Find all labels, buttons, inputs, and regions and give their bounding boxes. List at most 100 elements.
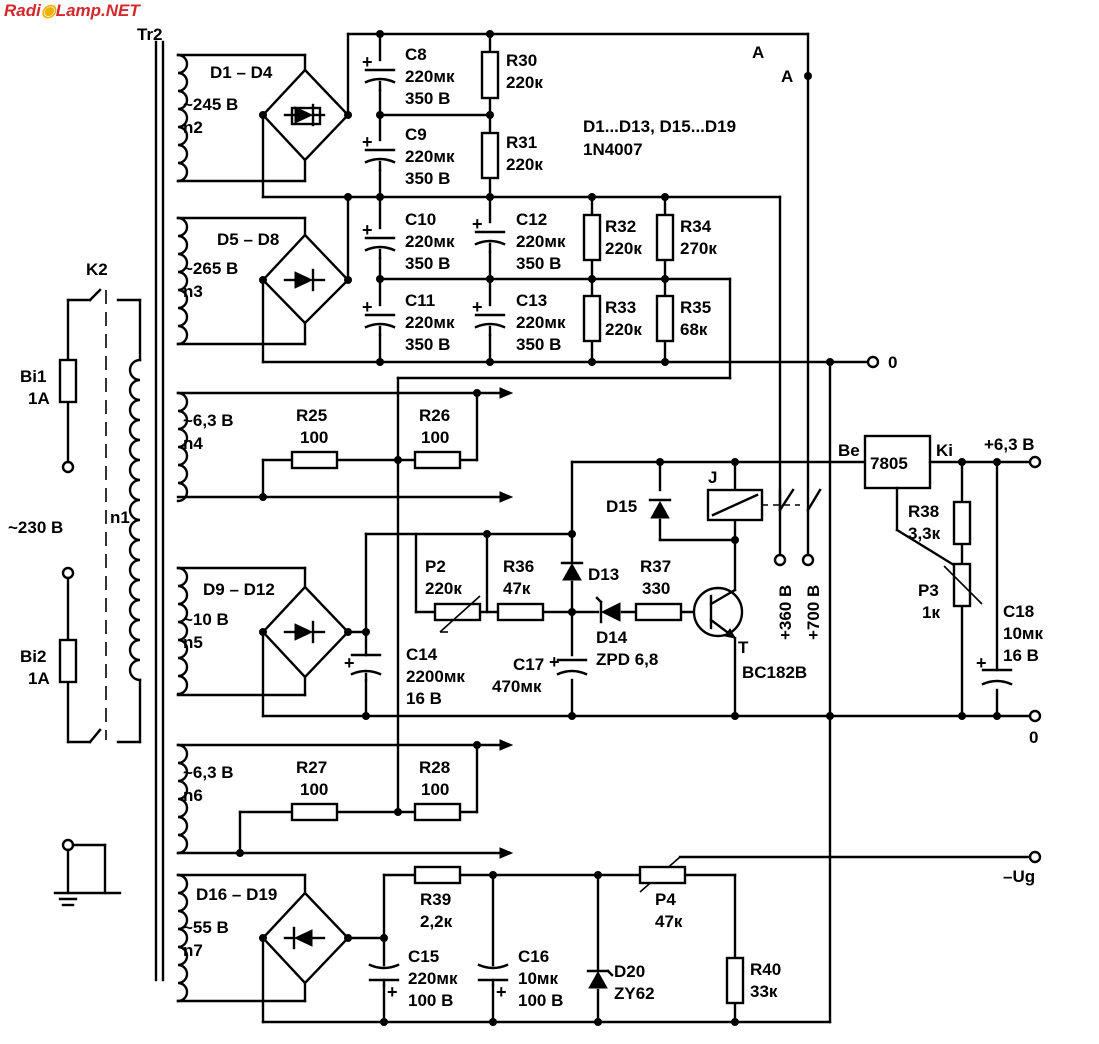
filament-n4-wiring (176, 387, 514, 503)
resistor-r34-ref: R34 (680, 217, 712, 236)
cap-c8-ref: C8 (405, 45, 427, 64)
winding-n5-voltage: ~10 В (183, 610, 229, 629)
winding-n2-voltage: ~245 В (183, 95, 238, 114)
cap-c18-voltage: 16 В (1003, 646, 1039, 665)
svg-text:+: + (976, 653, 987, 673)
resistor-r35 (655, 294, 675, 343)
earth-ground-symbol (53, 838, 122, 907)
terminal-minus-ug (1028, 850, 1042, 864)
resistor-r32-ref: R32 (605, 217, 636, 236)
resistor-r25 (290, 450, 339, 470)
potentiometer-p2-ref: P2 (425, 557, 446, 576)
resistor-r30 (480, 50, 500, 100)
regulator-in-label: Be (838, 441, 860, 460)
cap-c10-ref: C10 (405, 210, 436, 229)
bridge-d9-d12-label: D9 – D12 (203, 580, 275, 599)
resistor-r39 (413, 865, 462, 885)
fuse-bi2-value: 1A (28, 669, 50, 688)
watermark-logo: Radi◉Lamp.NET (4, 1, 140, 20)
potentiometer-p3-ref: P3 (918, 581, 939, 600)
cap-c10-value: 220мк (405, 232, 455, 251)
resistor-r26-value: 100 (421, 428, 449, 447)
resistor-r34-value: 270к (680, 239, 717, 258)
diode-note-line1: D1...D13, D15...D19 (583, 117, 736, 136)
cap-c10: + (362, 220, 396, 252)
resistor-r28 (413, 802, 462, 822)
fuse-bi1-value: 1A (28, 389, 50, 408)
cap-c14: + (344, 653, 382, 676)
svg-text:+: + (362, 220, 373, 240)
resistor-r27-ref: R27 (296, 758, 327, 777)
cap-c11: + (362, 297, 396, 329)
resistor-r26 (413, 450, 462, 470)
cap-c12-value: 220мк (516, 232, 566, 251)
diode-d20-type: ZY62 (614, 984, 655, 1003)
bridge-d5-d8 (176, 216, 350, 346)
resistor-r30-value: 220к (506, 73, 543, 92)
resistor-r33-value: 220к (605, 320, 642, 339)
label-plus-6v3: +6,3 В (984, 435, 1035, 454)
terminal-plus-6v3 (1028, 455, 1042, 469)
cap-c15-voltage: 100 В (408, 991, 453, 1010)
resistor-r35-ref: R35 (680, 298, 711, 317)
winding-n7-name: n7 (183, 941, 203, 960)
transformer-ref: Tr2 (137, 25, 163, 44)
winding-n4-voltage: ~6,3 В (183, 411, 234, 430)
relay-j-label: J (708, 468, 717, 487)
potentiometer-p2-arrow (439, 595, 481, 633)
bridge-d5-d8-label: D5 – D8 (217, 230, 279, 249)
cap-c9-value: 220мк (405, 147, 455, 166)
resistor-r40 (725, 956, 745, 1005)
resistor-r39-value: 2,2к (420, 912, 453, 931)
resistor-r32-value: 220к (605, 239, 642, 258)
resistor-r31-ref: R31 (506, 133, 537, 152)
winding-n3-voltage: ~265 В (183, 259, 238, 278)
filament-n6-wiring (176, 739, 514, 859)
resistor-r28-ref: R28 (419, 758, 450, 777)
svg-text:+: + (344, 653, 355, 673)
cap-c10-voltage: 350 В (405, 254, 450, 273)
bridge-diode-glyphs (283, 103, 326, 950)
svg-text:+: + (387, 982, 398, 1002)
cap-c12-ref: C12 (516, 210, 547, 229)
junction-dots (236, 30, 1001, 1026)
winding-n4-name: n4 (183, 434, 203, 453)
resistor-r40-ref: R40 (750, 960, 781, 979)
cap-c13-ref: C13 (516, 291, 547, 310)
cap-c17-value: 470мк (492, 677, 542, 696)
cap-c18: + (976, 653, 1013, 686)
svg-text:+: + (362, 297, 373, 317)
winding-n7-voltage: ~55 В (183, 918, 229, 937)
bias-supply-wiring (261, 855, 1032, 1024)
terminal-700v (801, 553, 815, 567)
potentiometer-p3-arrow (943, 565, 983, 605)
zero-top-label: 0 (888, 353, 897, 372)
fuse-bi2 (58, 638, 78, 684)
winding-n5-name: n5 (183, 633, 203, 652)
svg-text:+: + (472, 297, 483, 317)
node-a-side-label: A (781, 67, 793, 86)
label-minus-ug: –Ug (1003, 867, 1035, 886)
cap-c12: + (472, 214, 506, 246)
winding-n2-name: n2 (183, 118, 203, 137)
cap-c13-voltage: 350 В (516, 335, 561, 354)
potentiometer-p2-value: 220к (425, 579, 462, 598)
cap-c14-voltage: 16 В (406, 689, 442, 708)
cap-c13: + (472, 297, 506, 329)
diode-d14-type: ZPD 6,8 (596, 650, 658, 669)
cap-c8-voltage: 350 В (405, 89, 450, 108)
potentiometer-p4-ref: P4 (655, 890, 676, 909)
cap-c16-voltage: 100 В (518, 991, 563, 1010)
diode-d14-label: D14 (596, 628, 628, 647)
cap-c16-value: 10мк (518, 969, 558, 988)
diode-d13 (560, 561, 584, 581)
winding-n6-name: n6 (183, 786, 203, 805)
potentiometer-p4-value: 47к (655, 912, 683, 931)
diode-d15 (648, 498, 672, 519)
mains-terminal-2 (61, 566, 75, 580)
resistor-r36-value: 47к (503, 579, 531, 598)
mains-terminal-1 (61, 460, 75, 474)
diode-d20-label: D20 (614, 962, 645, 981)
cap-c18-ref: C18 (1003, 602, 1034, 621)
fuse-bi2-ref: Bi2 (20, 647, 46, 666)
